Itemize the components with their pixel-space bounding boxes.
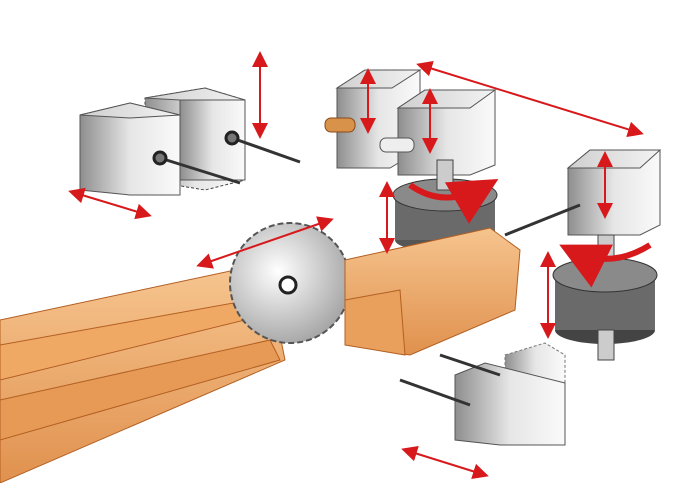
drill-unit-left-front xyxy=(79,102,181,196)
arrow-horizontal-left xyxy=(68,187,152,220)
drill-unit-bottom xyxy=(399,342,566,446)
rotation-arrow-top xyxy=(408,178,499,224)
wood-board-main xyxy=(0,269,286,483)
wood-profile-piece xyxy=(344,227,521,356)
motion-arrows xyxy=(68,51,644,480)
profile-cutter-bottom xyxy=(552,234,658,361)
drill-unit-right xyxy=(504,149,662,237)
drill-bits-left xyxy=(152,130,301,185)
arrow-horizontal-bottom xyxy=(401,445,489,480)
arrow-horizontal-saw xyxy=(196,216,334,269)
arrow-long-diagonal xyxy=(416,60,644,138)
circular-saw-blade xyxy=(229,222,351,344)
rotation-arrow-bottom xyxy=(559,242,652,288)
